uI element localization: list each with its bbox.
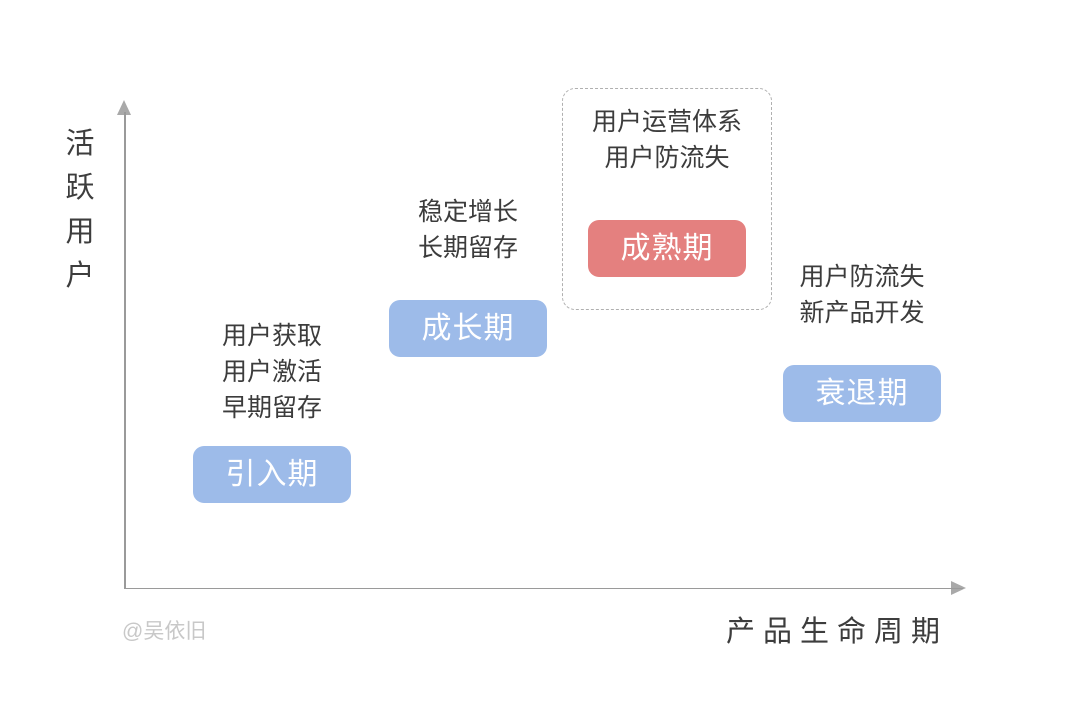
stage-growth-notes: 稳定增长 长期留存 — [417, 198, 518, 262]
y-axis-line — [124, 112, 126, 589]
x-axis-title: 产品生命周期 — [726, 616, 949, 648]
watermark: @吴依旧 — [122, 620, 207, 643]
x-axis-line — [124, 587, 963, 589]
stage-decline-notes: 用户防流失 新产品开发 — [799, 263, 925, 327]
y-axis-arrow-icon — [117, 100, 131, 115]
stage-decline-badge[interactable]: 衰退期 — [783, 365, 941, 422]
stage-maturity[interactable]: 用户运营体系 用户防流失 成熟期 — [588, 104, 746, 277]
stage-maturity-notes: 用户运营体系 用户防流失 — [591, 108, 742, 172]
stage-decline[interactable]: 用户防流失 新产品开发 衰退期 — [783, 259, 941, 422]
y-axis-title: 活 跃 用 户 — [65, 128, 95, 292]
stage-introduction-notes: 用户获取 用户激活 早期留存 — [221, 322, 322, 422]
stage-maturity-badge[interactable]: 成熟期 — [588, 220, 746, 277]
stage-introduction-badge[interactable]: 引入期 — [193, 446, 351, 503]
stage-growth-badge[interactable]: 成长期 — [389, 300, 547, 357]
stage-growth[interactable]: 稳定增长 长期留存 成长期 — [389, 194, 547, 357]
x-axis-arrow-icon — [951, 580, 966, 595]
stage-introduction[interactable]: 用户获取 用户激活 早期留存 引入期 — [193, 318, 351, 503]
